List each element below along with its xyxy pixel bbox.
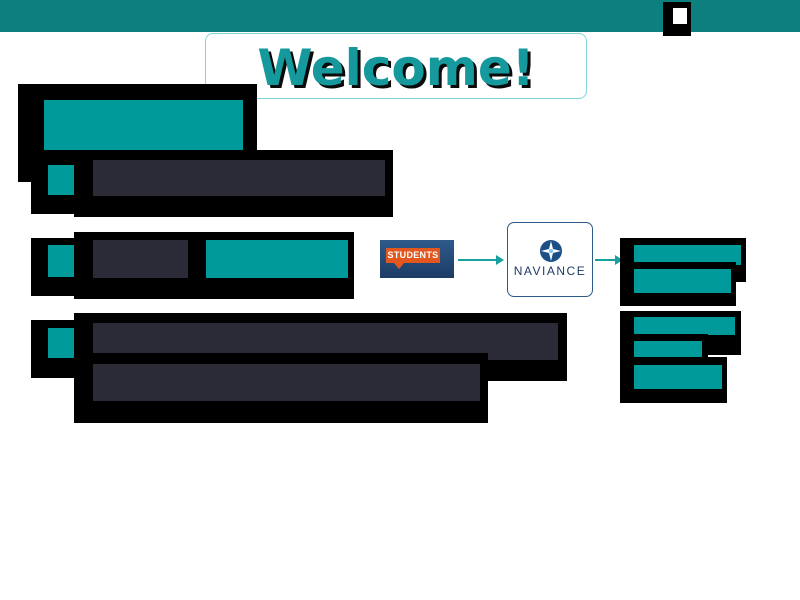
right2-top-box <box>634 317 735 335</box>
naviance-label: NAVIANCE <box>513 264 587 278</box>
compass-icon <box>540 240 562 262</box>
row1-bar <box>93 160 385 196</box>
row3-marker <box>48 328 76 358</box>
right2-bottom-box <box>634 365 722 389</box>
page-title: Welcome! <box>257 39 535 97</box>
students-label: STUDENTS <box>386 248 440 263</box>
welcome-banner: Welcome! <box>205 33 587 99</box>
row2-marker <box>48 245 76 277</box>
students-badge[interactable]: STUDENTS <box>380 240 454 278</box>
window-icon[interactable] <box>663 2 691 36</box>
row2-bar-right <box>206 240 348 278</box>
right1-top-box <box>634 245 741 265</box>
row2-divider <box>188 232 206 284</box>
right1-bottom-box <box>634 269 731 293</box>
flow-arrow-1 <box>458 255 504 265</box>
naviance-card[interactable]: NAVIANCE <box>507 222 593 297</box>
right2-mid-box <box>634 341 702 359</box>
header-block <box>44 100 243 150</box>
flow-arrow-2 <box>595 255 623 265</box>
row3-bar-bottom <box>93 364 480 401</box>
row1-marker <box>48 165 76 195</box>
row2-bar-left <box>93 240 188 278</box>
students-tag-tail <box>394 263 404 269</box>
